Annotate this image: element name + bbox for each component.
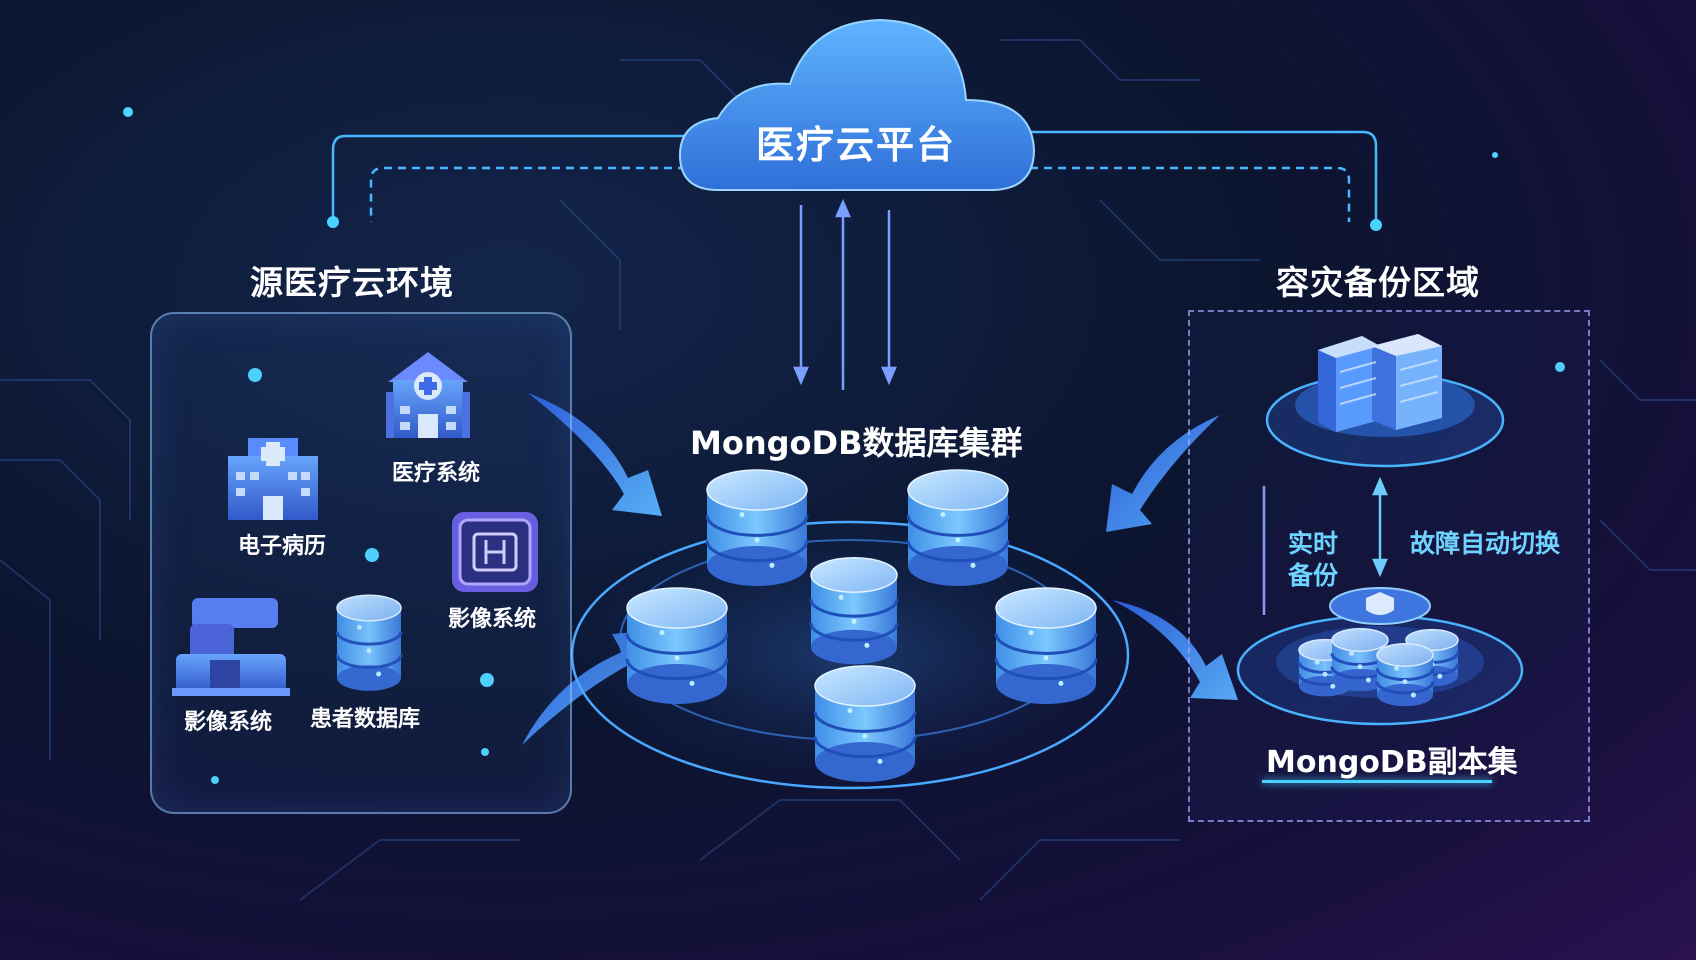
imaging-device-icon xyxy=(452,512,538,592)
source-item-label: 影像系统 xyxy=(448,607,537,632)
source-item-label: 电子病历 xyxy=(238,534,327,559)
backup-sync-lines xyxy=(1262,476,1388,615)
backup-region-panel xyxy=(1188,310,1590,822)
backup-region-title: 容灾备份区域 xyxy=(1276,263,1480,302)
source-item-label: 影像系统 xyxy=(184,710,273,735)
database-cylinder xyxy=(625,587,729,704)
database-cylinder xyxy=(813,665,917,782)
source-environment-title: 源医疗云环境 xyxy=(250,263,454,302)
hospital-icon xyxy=(386,352,470,438)
source-item-label: 医疗系统 xyxy=(392,461,481,486)
arrow-cluster-to-backup xyxy=(1112,600,1238,700)
cloud-title: 医疗云平台 xyxy=(756,123,957,167)
database-icon xyxy=(335,594,403,691)
hospital-icon xyxy=(228,438,318,520)
cluster-databases xyxy=(625,469,1098,782)
realtime-backup-label-line2: 备份 xyxy=(1288,561,1339,590)
glow-dots xyxy=(123,107,1565,784)
database-cylinder xyxy=(335,594,403,691)
cloud-connections xyxy=(327,130,1382,231)
replica-set-title: MongoDB副本集 xyxy=(1266,745,1518,780)
shield-icon xyxy=(1329,587,1431,625)
replica-set-databases xyxy=(1297,628,1460,707)
database-cylinder xyxy=(809,557,899,665)
circuit-background xyxy=(0,39,1696,901)
database-cylinder xyxy=(994,587,1098,704)
database-cylinder xyxy=(906,469,1010,586)
realtime-backup-label-line1: 实时 xyxy=(1288,529,1339,558)
replica-title-underline xyxy=(1262,780,1492,783)
datacenter-building-icon xyxy=(1318,334,1442,432)
database-cylinder xyxy=(705,469,809,586)
imaging-scanner-icon xyxy=(172,598,290,696)
arrow-backup-to-cluster xyxy=(1106,415,1220,532)
database-cylinder xyxy=(1375,643,1435,707)
failover-label: 故障自动切换 xyxy=(1410,529,1561,558)
cloud-cluster-arrows xyxy=(793,198,897,390)
cloud-icon xyxy=(678,18,1036,191)
cluster-title: MongoDB数据库集群 xyxy=(690,424,1023,462)
source-environment-panel xyxy=(150,312,572,814)
source-item-label: 患者数据库 xyxy=(310,707,421,732)
arrow-source-to-cluster-top xyxy=(528,393,662,516)
